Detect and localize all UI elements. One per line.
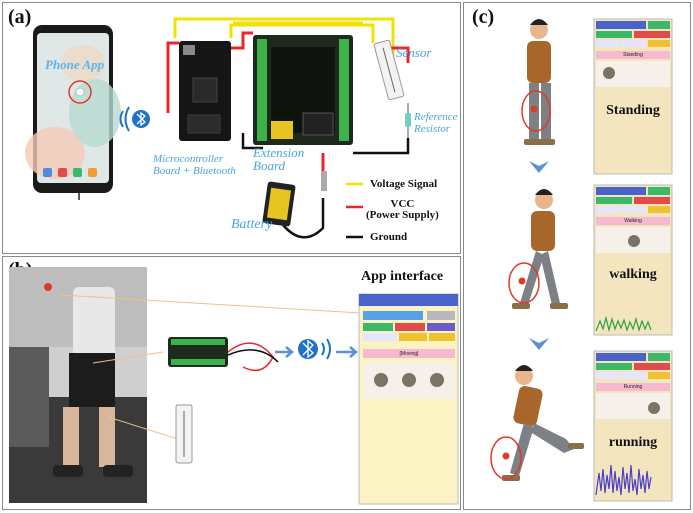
- screen-running-small-label: Running: [623, 384, 643, 390]
- extension-board: [253, 35, 353, 145]
- ground-wires: [241, 133, 410, 239]
- battery-image: [262, 171, 327, 227]
- screen-standing-small-label: Standing: [623, 52, 643, 58]
- sensor-strip-b: [175, 404, 193, 464]
- panel-a: (a): [2, 2, 461, 254]
- screen-walking-label: walking: [609, 267, 657, 282]
- sensor-label: Sensor: [396, 45, 432, 60]
- screen-standing: [593, 18, 673, 175]
- screen-running-label: running: [608, 435, 658, 450]
- screen-standing-label: Standing: [606, 103, 660, 118]
- reference-resistor: [405, 103, 411, 138]
- arrow-to-app: [336, 346, 358, 358]
- extension-board-label: Extension Board: [253, 145, 305, 173]
- legend-vcc: VCC (Power Supply): [366, 198, 439, 221]
- app-interface-mockup: [358, 293, 459, 505]
- sensor-strip: [373, 39, 405, 101]
- panel-b-diagram: [9, 267, 459, 505]
- person-walking: [508, 189, 568, 309]
- microcontroller-board: [179, 41, 231, 141]
- phone-app-label: Phone App: [45, 57, 105, 72]
- panel-b: (b): [2, 256, 461, 510]
- arrow-to-bluetooth: [275, 346, 294, 358]
- battery-label: Battery: [231, 217, 273, 232]
- arrow-down-1: [529, 161, 549, 173]
- legend-ground: Ground: [370, 231, 408, 243]
- panel-a-diagram: [25, 17, 411, 239]
- person-standing: [521, 19, 555, 145]
- phone-image: [25, 25, 121, 200]
- screen-walking-small-label: Walking: [624, 218, 642, 224]
- hardware-module: [168, 337, 279, 372]
- bluetooth-icon-b: [298, 338, 331, 360]
- app-interface-title: App interface: [361, 269, 444, 284]
- panel-c: (c): [463, 2, 691, 510]
- arrow-down-2: [529, 338, 549, 350]
- microcontroller-label: Microcontroller Board + Bluetooth: [153, 153, 236, 177]
- bluetooth-icon: [119, 106, 150, 132]
- screen-running: [593, 350, 673, 502]
- panel-c-diagram: [490, 18, 673, 502]
- app-state-label: [Moving]: [399, 351, 419, 357]
- panel-a-label: (a): [8, 6, 32, 28]
- legend-voltage-signal: Voltage Signal: [370, 178, 438, 190]
- screen-walking: [593, 184, 673, 336]
- reference-resistor-label: Reference Resistor: [414, 111, 458, 135]
- treadmill-photo: [9, 267, 147, 503]
- panel-c-label: (c): [472, 6, 495, 28]
- person-running: [490, 365, 584, 481]
